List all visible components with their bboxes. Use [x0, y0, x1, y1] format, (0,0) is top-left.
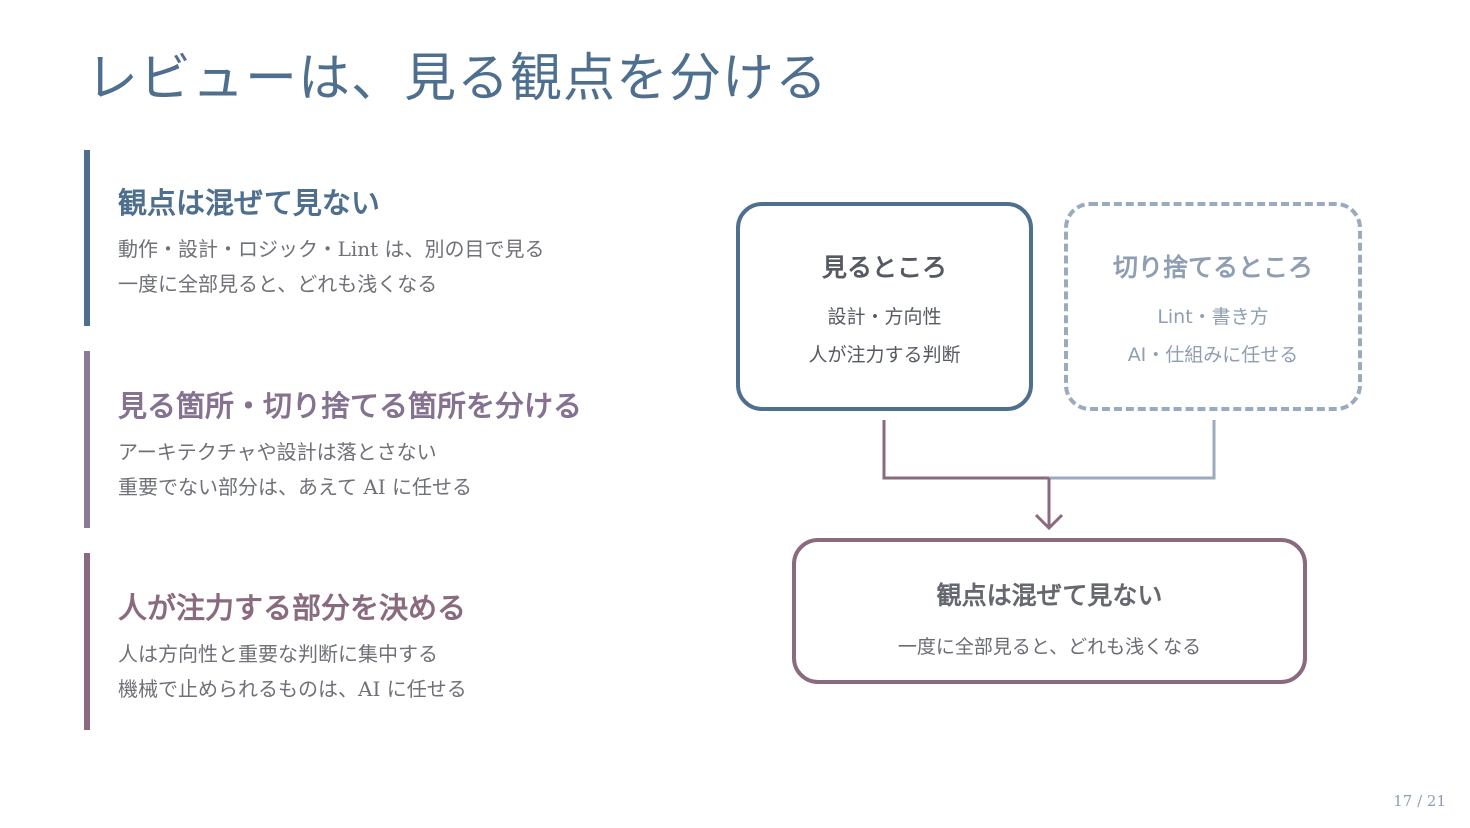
page-number: 17 / 21 — [1393, 792, 1446, 810]
box-drop-title: 切り捨てるところ — [1112, 253, 1313, 282]
point-perspectives: 観点は混ぜて見ない 動作・設計・ロジック・Lint は、別の目で見る 一度に全部… — [84, 150, 684, 326]
point-heading: 見る箇所・切り捨てる箇所を分ける — [118, 389, 583, 423]
box-result-title: 観点は混ぜて見ない — [936, 581, 1163, 610]
point-line: 一度に全部見ると、どれも浅くなる — [118, 272, 438, 296]
point-line: 重要でない部分は、あえて AI に任せる — [118, 475, 473, 499]
point-line: アーキテクチャや設計は落とさない — [118, 440, 437, 464]
point-split-areas: 見る箇所・切り捨てる箇所を分ける アーキテクチャや設計は落とさない 重要でない部… — [84, 351, 684, 528]
box-result-line: 一度に全部見ると、どれも浅くなる — [897, 636, 1202, 658]
box-see-line: 人が注力する判断 — [808, 344, 961, 366]
box-drop: 切り捨てるところ Lint・書き方 AI・仕組みに任せる — [1064, 202, 1362, 411]
box-see-title: 見るところ — [821, 253, 947, 282]
box-drop-line: Lint・書き方 — [1157, 306, 1269, 328]
point-heading: 人が注力する部分を決める — [118, 591, 467, 625]
box-result: 観点は混ぜて見ない 一度に全部見ると、どれも浅くなる — [792, 538, 1307, 684]
point-human-focus: 人が注力する部分を決める 人は方向性と重要な判断に集中する 機械で止められるもの… — [84, 553, 684, 730]
connector-drop — [1049, 420, 1216, 480]
arrow-down-icon — [1034, 513, 1064, 531]
point-heading: 観点は混ぜて見ない — [118, 186, 380, 220]
point-line: 人は方向性と重要な判断に集中する — [118, 642, 438, 666]
slide-title: レビューは、見る観点を分ける — [86, 49, 829, 109]
box-see-line: 設計・方向性 — [827, 306, 942, 328]
point-line: 機械で止められるものは、AI に任せる — [118, 677, 467, 701]
connector-see — [882, 420, 1049, 480]
box-drop-line: AI・仕組みに任せる — [1127, 344, 1299, 366]
point-line: 動作・設計・ロジック・Lint は、別の目で見る — [118, 237, 545, 261]
box-see: 見るところ 設計・方向性 人が注力する判断 — [736, 202, 1033, 411]
